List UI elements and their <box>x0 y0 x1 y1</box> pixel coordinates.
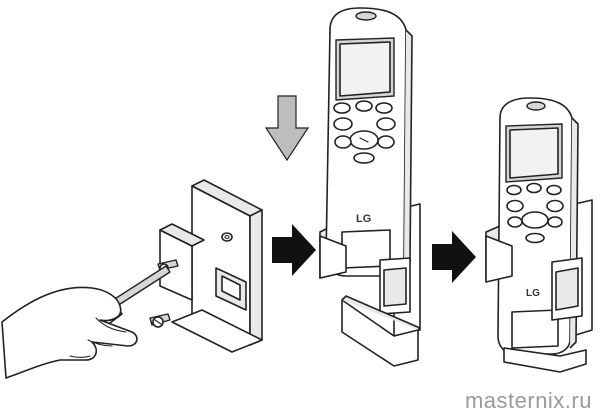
step-arrow-1 <box>272 224 316 276</box>
arrow-right-icon <box>272 224 316 276</box>
remote-logo: LG <box>526 288 540 299</box>
step-1-mount-holder <box>1 179 263 379</box>
wall-holder-front <box>485 235 587 373</box>
watermark-text: masternix.ru <box>464 388 592 413</box>
step-2-insert-remote: LG <box>264 7 421 367</box>
remote-logo: LG <box>356 213 371 225</box>
screw <box>149 313 171 328</box>
remote-control: LG <box>325 7 413 277</box>
wall-holder-front <box>319 235 421 367</box>
hand <box>1 286 138 379</box>
step-3-remote-in-holder: LG <box>485 97 593 373</box>
wall-holder <box>159 179 263 353</box>
arrow-right-icon <box>432 231 476 283</box>
step-arrow-2 <box>432 231 476 283</box>
arrow-down-icon <box>264 95 310 162</box>
